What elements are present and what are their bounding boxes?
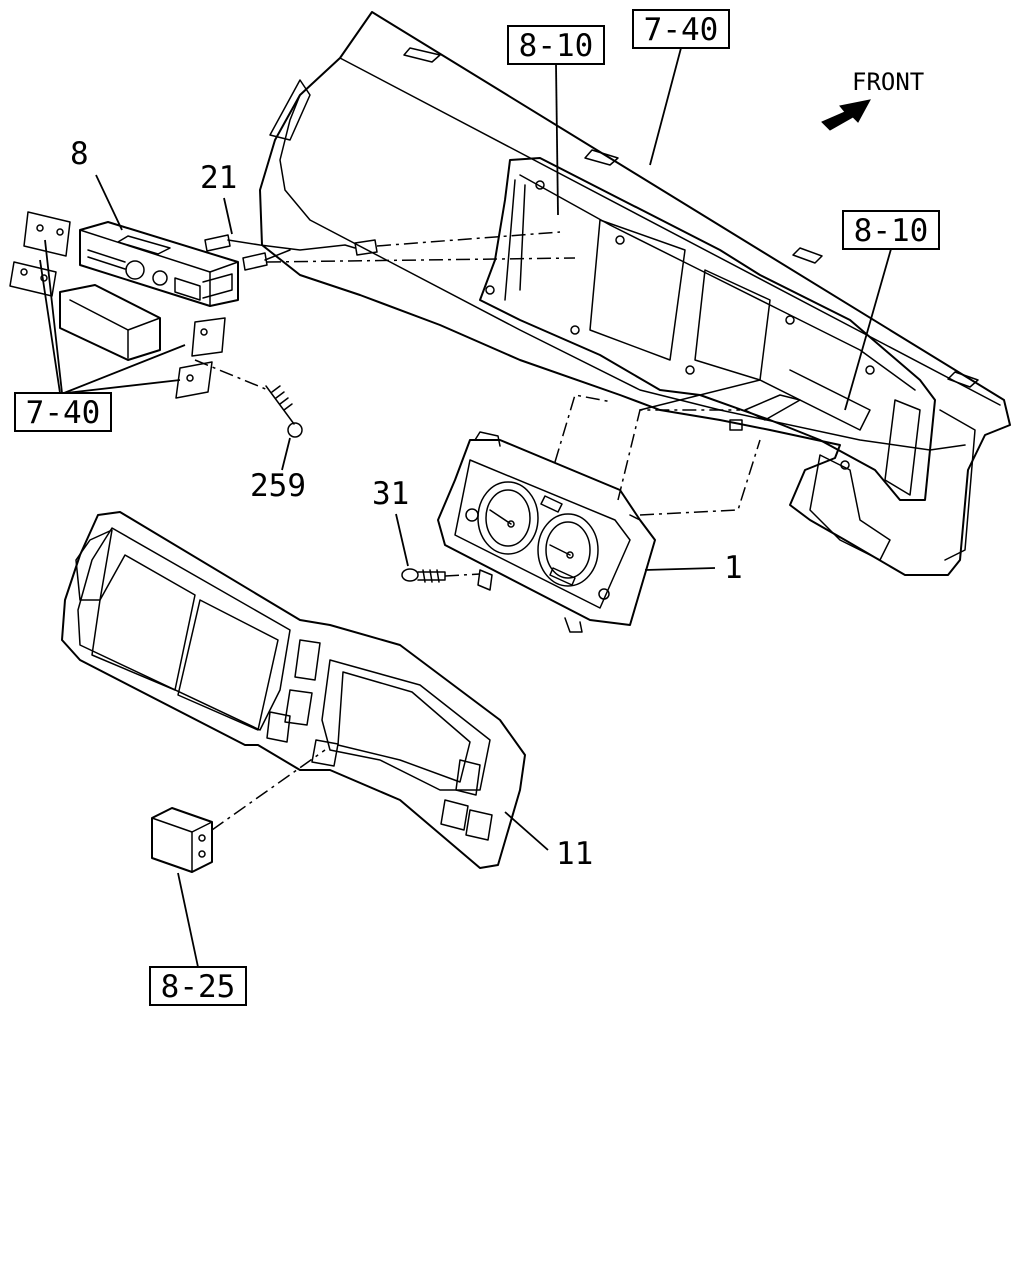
screw-259 bbox=[265, 385, 303, 438]
part-number-21: 21 bbox=[200, 160, 237, 196]
svg-text:7-40: 7-40 bbox=[26, 395, 101, 431]
part-number-31: 31 bbox=[372, 476, 409, 512]
harness-21 bbox=[204, 231, 576, 271]
radio-pocket-tray bbox=[59, 284, 161, 361]
svg-text:FRONT: FRONT bbox=[852, 68, 924, 96]
leader-8-10-top bbox=[555, 63, 559, 216]
front-arrow-icon bbox=[821, 99, 871, 131]
part-number-1: 1 bbox=[724, 550, 743, 586]
leader-8-10-right bbox=[844, 248, 892, 411]
ref-box-7-40-top: 7-40 bbox=[632, 9, 730, 49]
svg-text:8-10: 8-10 bbox=[854, 213, 929, 249]
part-number-259: 259 bbox=[250, 468, 306, 504]
radio-bracket-left bbox=[9, 211, 71, 297]
svg-text:7-40: 7-40 bbox=[644, 12, 719, 48]
switch-block bbox=[151, 807, 213, 873]
dashboard-panel bbox=[259, 11, 1011, 576]
svg-text:8-25: 8-25 bbox=[161, 969, 236, 1005]
radio-unit bbox=[79, 221, 239, 307]
part-number-11: 11 bbox=[556, 836, 593, 872]
radio-bracket-right bbox=[175, 317, 226, 399]
part-number-8: 8 bbox=[70, 136, 89, 172]
cluster-bezel bbox=[61, 511, 526, 869]
leader-7-40-top bbox=[649, 47, 682, 166]
ref-box-7-40-left: 7-40 bbox=[14, 392, 112, 432]
instrument-cluster bbox=[437, 431, 656, 633]
ref-box-8-25: 8-25 bbox=[149, 966, 247, 1006]
svg-text:8-10: 8-10 bbox=[519, 28, 594, 64]
ref-box-8-10-right: 8-10 bbox=[842, 210, 940, 250]
front-indicator: FRONT bbox=[821, 68, 924, 131]
ref-box-8-10-top: 8-10 bbox=[507, 25, 605, 65]
screw-31 bbox=[401, 568, 446, 583]
